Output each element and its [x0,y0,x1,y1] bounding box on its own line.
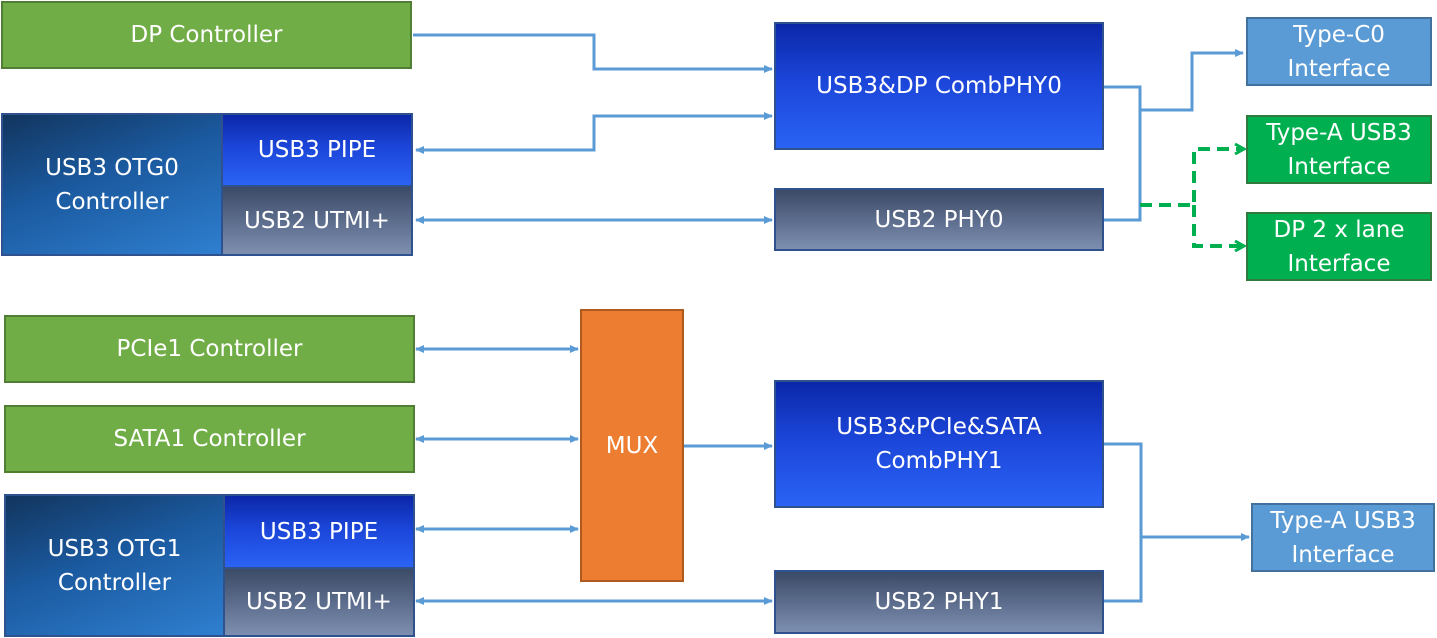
phy0-out-line [1104,87,1142,222]
mux-block: MUX [580,309,684,582]
usb3-pipe0-block: USB3 PIPE [221,113,413,187]
type-a-usb3-interface1-block: Type-A USB3 Interface [1251,503,1435,572]
dp-2x-lane-interface-block: DP 2 x lane Interface [1246,212,1432,281]
usb3-otg1-controller-block: USB3 OTG1 Controller [4,494,225,637]
combphy0-out-line [1104,49,1244,112]
sata1-controller-block: SATA1 Controller [4,405,415,473]
optional-dp-branch-line [1192,205,1243,246]
usb3-pipe1-block: USB3 PIPE [223,494,415,569]
usb2-phy1-block: USB2 PHY1 [774,570,1104,634]
dp-controller-block: DP Controller [1,1,412,69]
combphy1-block: USB3&PCIe&SATA CombPHY1 [774,380,1104,508]
usb3-otg0-controller-block: USB3 OTG0 Controller [1,113,223,256]
pipe0-combphy0-line [415,112,773,154]
combphy0-block: USB3&DP CombPHY0 [774,22,1104,150]
optional-branch-line [1140,149,1243,207]
usb2-utmi1-block: USB2 UTMI+ [223,567,415,637]
pcie1-controller-block: PCIe1 Controller [4,315,415,383]
type-c0-interface-block: Type-C0 Interface [1246,17,1432,86]
type-a-usb3-interface0-block: Type-A USB3 Interface [1246,115,1432,184]
combphy1-out-line [1104,442,1143,603]
usb2-utmi0-block: USB2 UTMI+ [221,185,413,256]
dp-to-combphy0-line [413,33,773,73]
usb2-phy0-block: USB2 PHY0 [774,188,1104,251]
